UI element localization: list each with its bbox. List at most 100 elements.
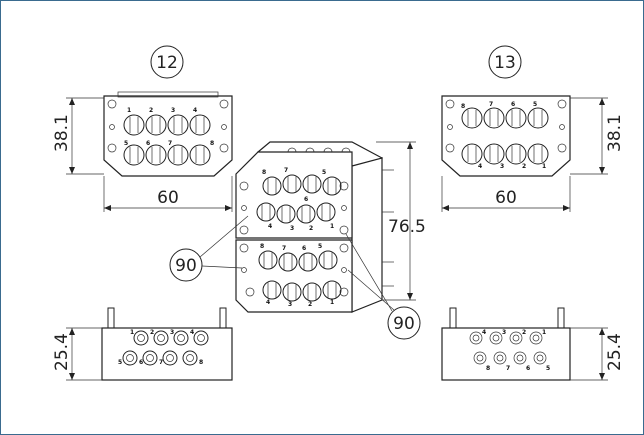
port-number: 4 [266,299,270,306]
dim-label-height-12: 38.1 [52,114,72,152]
mount-hole [221,124,227,130]
port-number: 3 [500,163,504,170]
view-12-body [103,95,233,177]
iso-upper-ports [256,174,342,224]
port-number: 3 [290,225,294,232]
view-12: 12 1 2 3 4 5 6 7 8 [52,45,233,212]
port-number: 8 [260,243,264,250]
port-number: 8 [199,359,203,366]
port-number: 4 [268,223,272,230]
port-number: 5 [322,169,326,176]
dim-label-height-13: 38.1 [605,114,625,152]
callout-circle-90-upper [169,248,203,282]
port-number: 2 [522,329,526,336]
port-number: 8 [486,365,490,372]
port-number: 2 [309,225,313,232]
port-number: 5 [318,243,322,250]
stud [107,307,115,329]
corner-hole [557,99,567,109]
corner-hole [219,143,229,153]
corner-hole [107,143,117,153]
port-number: 5 [118,359,122,366]
dim-line-width-12 [103,176,233,212]
port-number: 8 [210,140,214,147]
port-number: 2 [149,107,153,114]
dim-label-height-front-left: 25.4 [52,333,72,371]
corner-hole [445,99,455,109]
front-view-right: 4 3 2 1 8 7 6 5 25.4 [441,307,625,381]
dim-line-height-12 [66,97,104,175]
port-number: 1 [542,329,546,336]
stud [449,307,457,329]
view-12-ports-upper [123,114,211,136]
port-number: 6 [302,245,306,252]
callout-label-90-upper: 90 [175,256,197,276]
port-number: 1 [330,223,334,230]
front-left-body [101,327,233,381]
dim-line-height-front-left [66,327,102,381]
leader-line [199,215,249,258]
port-number: 3 [171,107,175,114]
port-number: 4 [482,329,486,336]
dim-label-height-iso: 76.5 [388,217,426,237]
corner-hole [445,143,455,153]
port-number: 1 [130,329,134,336]
dim-label-width-12: 60 [157,188,179,208]
port-number: 7 [159,359,163,366]
callout-label-12: 12 [156,53,178,73]
port-number: 2 [522,163,526,170]
iso-upper-block [235,151,353,239]
port-number: 6 [139,359,143,366]
leader-line [201,265,243,269]
dim-label-width-13: 60 [495,188,517,208]
port-number: 8 [262,169,266,176]
callout-circle-13 [488,45,522,79]
port-number: 3 [288,301,292,308]
port-number: 3 [170,329,174,336]
callout-label-13: 13 [494,53,516,73]
iso-side-face [351,157,383,313]
port-number: 7 [284,167,288,174]
stud [219,307,227,329]
mount-hole [447,124,453,130]
port-number: 5 [124,140,128,147]
front-left-ports [122,330,209,366]
port-number: 4 [193,107,197,114]
front-view-left: 1 2 3 4 5 6 7 8 25.4 [52,307,233,381]
iso-lower-block [235,239,353,313]
port-number: 2 [150,329,154,336]
port-number: 6 [526,365,530,372]
callout-circle-12 [150,45,184,79]
leader-line [345,233,393,312]
iso-lower-ports [258,250,342,302]
front-right-body [441,327,571,381]
callout-circle-90-lower [387,306,421,340]
port-number: 6 [304,196,308,203]
dim-line-height-iso [376,141,416,301]
view-12-ports-lower [123,144,211,166]
view-13: 13 8 7 6 5 4 3 2 1 [441,45,625,212]
port-number: 5 [546,365,550,372]
port-number: 8 [461,103,465,110]
stud [557,307,565,329]
port-number: 7 [168,140,172,147]
dim-line-height-front-right [570,327,608,381]
port-number: 7 [489,101,493,108]
corner-hole [219,99,229,109]
port-number: 6 [146,140,150,147]
leader-line [347,269,395,311]
port-number: 4 [190,329,194,336]
dim-line-height-13 [570,97,608,175]
iso-assembly: 8 7 6 5 4 3 2 1 8 7 6 5 4 3 2 1 [169,141,426,340]
port-number: 2 [308,301,312,308]
port-number: 1 [127,107,131,114]
dim-line-width-13 [441,176,571,212]
view-13-body [441,95,571,177]
port-number: 1 [542,163,546,170]
port-number: 3 [502,329,506,336]
port-number: 1 [330,299,334,306]
view-12-top-ridge [117,91,219,98]
callout-label-90-lower: 90 [393,314,415,334]
port-number: 5 [533,101,537,108]
front-right-ports [469,331,547,365]
